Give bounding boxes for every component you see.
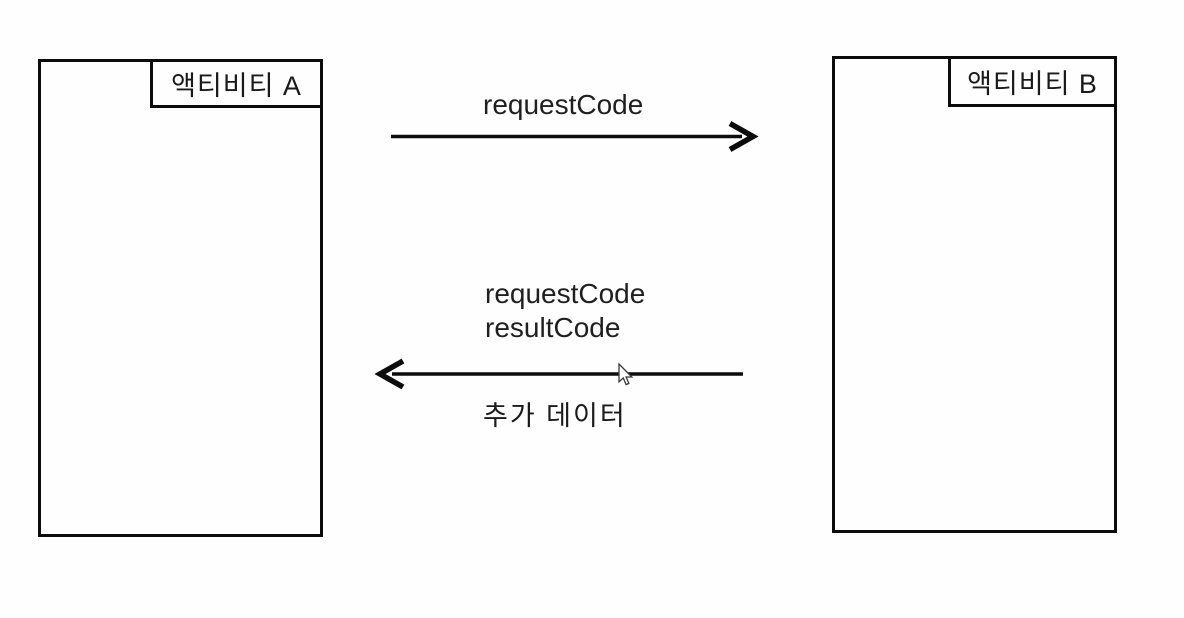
mouse-cursor-icon [618, 362, 634, 386]
activity-a-box [38, 59, 323, 537]
activity-b-title-box: 액티비티 B [948, 56, 1117, 107]
result-arrow [374, 358, 743, 390]
activity-a-label: 액티비티 A [171, 71, 302, 101]
result-arrow-label-result: resultCode [485, 312, 621, 343]
request-arrow [391, 121, 759, 152]
result-arrow-label-request: requestCode [485, 278, 646, 309]
activity-b-box [832, 56, 1117, 533]
request-arrow-label: requestCode [483, 89, 644, 120]
arrowhead-left-icon [374, 358, 405, 390]
activity-b-label: 액티비티 B [967, 69, 1098, 99]
arrowhead-right-icon [728, 121, 759, 152]
activity-a-title-box: 액티비티 A [150, 59, 323, 108]
extra-data-label: 추가 데이터 [483, 401, 627, 431]
